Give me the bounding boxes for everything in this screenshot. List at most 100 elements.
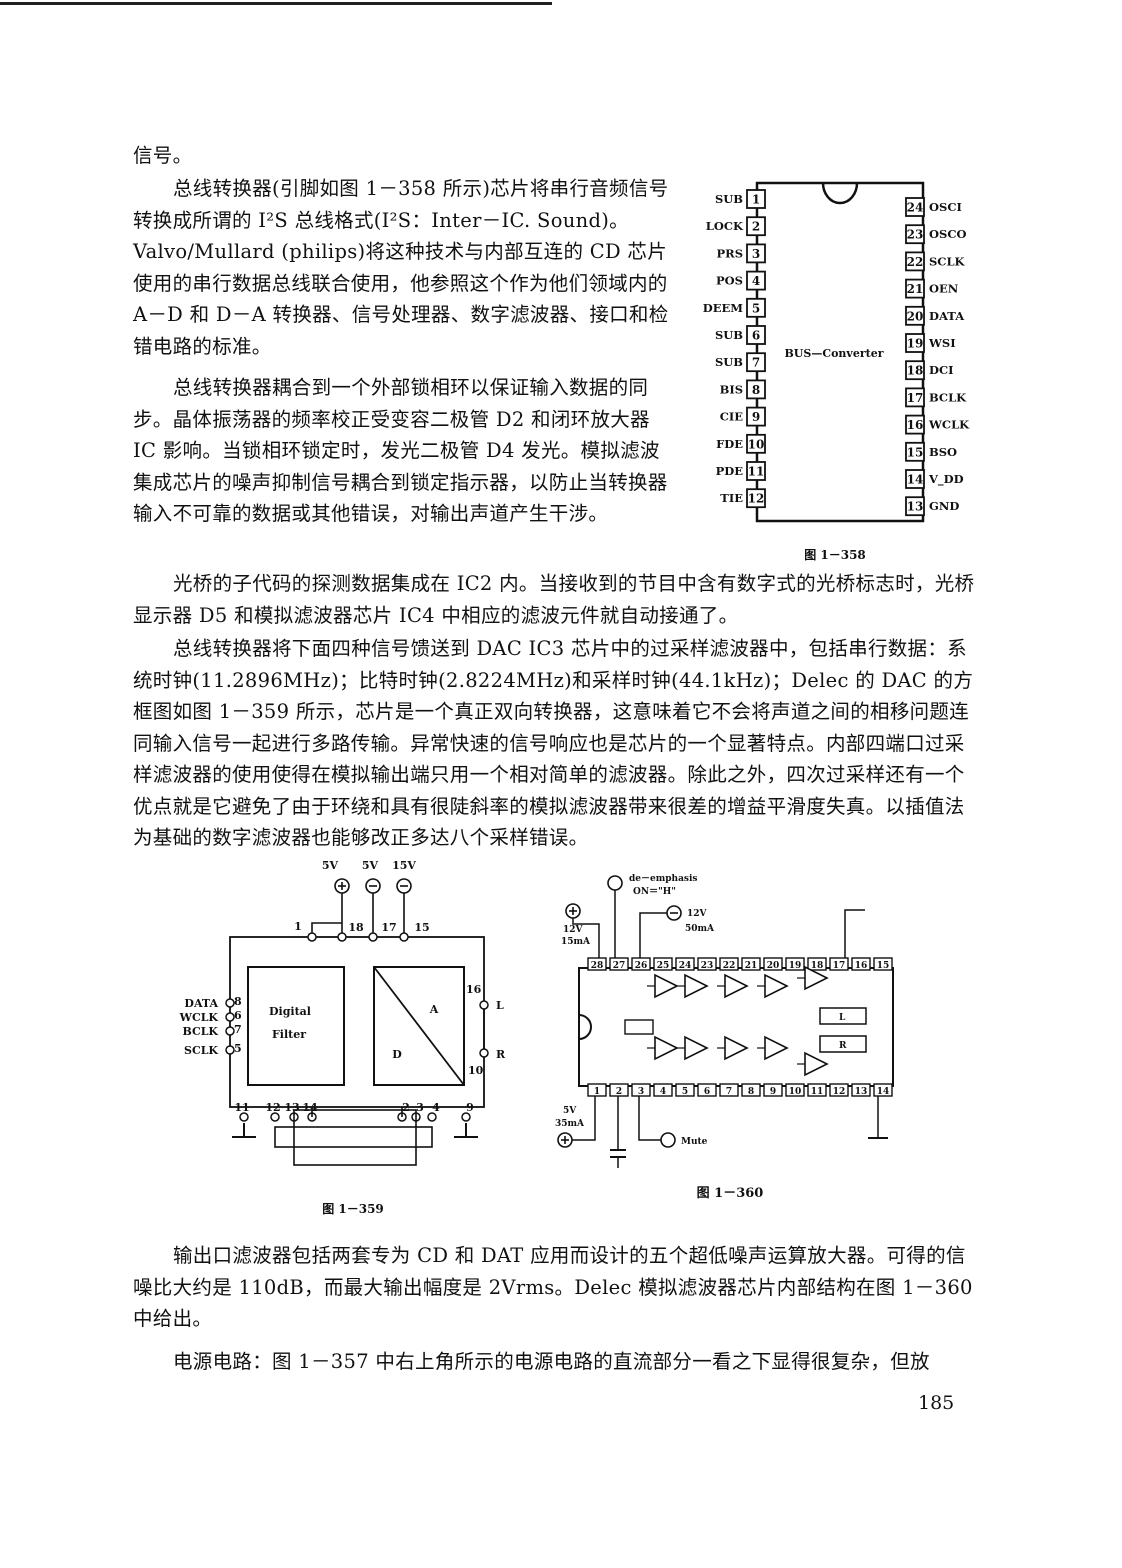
pin-box-bottom xyxy=(741,1083,761,1097)
svg-text:5V: 5V xyxy=(563,1106,577,1116)
pin-box-right xyxy=(905,496,925,517)
pin-number-bottom: 14 xyxy=(877,1087,890,1097)
bottom-pin-number: 4 xyxy=(432,1101,440,1114)
pin-box-bottom xyxy=(851,1083,871,1097)
pin-number-bottom: 6 xyxy=(704,1087,710,1097)
pin-number-left: 6 xyxy=(752,329,760,343)
op-amp xyxy=(724,973,749,999)
pin-box-left xyxy=(746,243,766,264)
pin-number-right: 16 xyxy=(907,418,924,432)
pin-number-right: 21 xyxy=(907,282,924,296)
pin-box-top xyxy=(785,957,805,971)
pin-name-right: OEN xyxy=(929,282,959,296)
pin-number-top: 23 xyxy=(701,961,714,971)
pin-box-right xyxy=(905,469,925,489)
svg-text:15mA: 15mA xyxy=(561,937,591,947)
bottom-pin-number: 11 xyxy=(234,1101,249,1114)
pin-number-left: 4 xyxy=(752,274,760,288)
paragraph-5: 总线转换器将下面四种信号馈送到 DAC IC3 芯片中的过采样滤波器中，包括串行… xyxy=(133,637,974,849)
pin-name-right: V_DD xyxy=(928,472,964,487)
figure-358-caption: 图 1－358 xyxy=(804,548,866,562)
op-amp xyxy=(724,1035,749,1061)
pin-box-bottom xyxy=(807,1083,827,1097)
pin-name-right: OSCO xyxy=(929,227,967,241)
pin-name-left: SUB xyxy=(715,192,743,206)
pin-box-top xyxy=(609,957,629,971)
op-amp xyxy=(684,973,709,999)
pin-box-bottom xyxy=(653,1083,673,1097)
op-amp xyxy=(764,973,789,999)
pin-number-bottom: 1 xyxy=(594,1087,600,1097)
pin-number-left: 7 xyxy=(752,356,760,370)
pin-number-top: 28 xyxy=(591,961,604,971)
pin-number-top: 19 xyxy=(789,961,802,971)
bottom-pin-number: 3 xyxy=(416,1101,424,1114)
page-number: 185 xyxy=(918,1392,955,1414)
pin-box-left xyxy=(746,325,766,345)
pin-name-left: TIE xyxy=(720,491,743,505)
resistor-r xyxy=(819,1035,867,1053)
svg-text:5V: 5V xyxy=(362,859,379,872)
pin-box-left xyxy=(746,379,766,400)
pin-number-left: 5 xyxy=(752,301,760,315)
input-pin-number: 5 xyxy=(234,1042,242,1055)
pin-box-top xyxy=(829,957,849,971)
pin-box-bottom xyxy=(873,1083,893,1097)
figure-359-caption: 图 1－359 xyxy=(322,1202,384,1216)
pin-name-right: BCLK xyxy=(929,390,967,404)
pin-name-left: SUB xyxy=(715,328,743,342)
bottom-pin xyxy=(427,1112,437,1122)
pin-name-left: PRS xyxy=(716,246,743,260)
pin-name-right: DATA xyxy=(929,309,965,323)
input-terminal xyxy=(225,998,235,1008)
pin-box-left xyxy=(746,406,766,427)
pin-box-left xyxy=(746,488,766,509)
op-amp xyxy=(764,1035,789,1061)
svg-text:16: 16 xyxy=(466,983,482,996)
pin-box-top xyxy=(719,957,739,971)
output-l: L xyxy=(496,999,504,1012)
op-amp xyxy=(654,973,679,999)
pin-number-top: 22 xyxy=(723,961,736,971)
paragraph-1: 信号。 xyxy=(133,144,193,167)
svg-text:35mA: 35mA xyxy=(555,1119,585,1129)
pin-number-bottom: 5 xyxy=(682,1087,688,1097)
pin-number-bottom: 11 xyxy=(811,1087,824,1097)
paragraph-6: 输出口滤波器包括两套专为 CD 和 DAT 应用而设计的五个超低噪声运算放大器。… xyxy=(133,1244,973,1330)
pin-number-right: 23 xyxy=(907,228,924,242)
supply-5v-plus: 5V xyxy=(322,859,350,894)
pin-box-top xyxy=(763,957,783,971)
pin-box-bottom xyxy=(697,1083,717,1097)
pin-name-right: OSCI xyxy=(929,200,962,214)
pin-name-right: GND xyxy=(929,499,959,513)
pin-number-left: 9 xyxy=(752,410,760,424)
pin-number-top: 24 xyxy=(679,961,692,971)
pin-number-bottom: 13 xyxy=(855,1087,868,1097)
pin-name-right: WCLK xyxy=(928,418,970,432)
dac-a-label: A xyxy=(429,1003,439,1016)
pin-number-bottom: 9 xyxy=(770,1087,776,1097)
pin-number-top: 15 xyxy=(877,961,890,971)
pin-box-top xyxy=(587,957,607,971)
pin-box-top xyxy=(697,957,717,971)
pin-box-top xyxy=(873,957,893,971)
bottom-pin-number: 14 xyxy=(302,1101,318,1114)
pin-name-right: DCI xyxy=(929,363,954,377)
pin-number-right: 24 xyxy=(907,201,924,215)
pin-number-bottom: 7 xyxy=(726,1087,732,1097)
pin-number-left: 12 xyxy=(748,492,765,506)
svg-text:5V: 5V xyxy=(322,859,339,872)
input-label: SCLK xyxy=(184,1044,218,1057)
pin-number-bottom: 8 xyxy=(748,1087,754,1097)
pin-box-bottom xyxy=(829,1083,849,1097)
pin-number-top: 16 xyxy=(855,961,868,971)
figure-358-pinout: 1SUB2LOCK3PRS4POS5DEEM6SUB7SUB8BIS9CIE10… xyxy=(703,181,970,523)
pin-box-top xyxy=(741,957,761,971)
pin-name-left: POS xyxy=(716,274,743,288)
pin-box-top xyxy=(631,957,651,971)
paragraph-4: 光桥的子代码的探测数据集成在 IC2 内。当接收到的节目中含有数字式的光桥标志时… xyxy=(133,572,975,627)
svg-text:15V: 15V xyxy=(392,859,416,872)
top-rule xyxy=(0,2,552,5)
pin-box-bottom xyxy=(675,1083,695,1097)
